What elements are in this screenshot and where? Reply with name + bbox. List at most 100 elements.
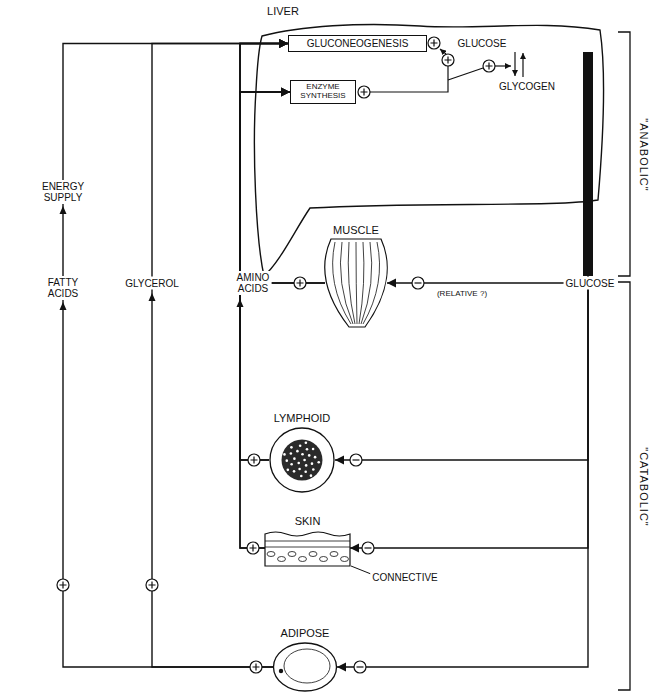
enzyme-effect-arrow	[440, 49, 446, 54]
flow-connector	[152, 44, 288, 668]
plus-symbol	[57, 579, 69, 591]
arrowhead	[237, 299, 244, 307]
bracket-label: "CATABOLIC"	[638, 447, 650, 527]
process-box: ENZYME SYNTHESIS	[290, 80, 356, 104]
process-label: GLUCONEOGENESIS	[307, 38, 409, 49]
connective-cell	[299, 557, 307, 562]
adipose-nucleus	[279, 669, 283, 673]
lymphoid-cell	[290, 452, 293, 455]
flow-connector	[240, 44, 288, 461]
lymphoid-cell	[314, 456, 317, 459]
process-label: ENZYME SYNTHESIS	[300, 83, 345, 101]
lymphoid-tissue-outline	[269, 427, 335, 493]
tissue-label: CONNECTIVE	[370, 571, 440, 584]
metabolite-label: GLYCEROL	[123, 277, 181, 290]
lymphoid-cell	[305, 441, 308, 444]
lymphoid-cell	[290, 463, 293, 466]
plus-symbol	[247, 542, 259, 554]
fat-droplet	[284, 649, 330, 683]
lymphoid-cell	[301, 453, 304, 456]
connective-cell	[267, 552, 275, 557]
skin-tissue: SKIN	[265, 530, 350, 566]
lymphoid-cell	[298, 468, 301, 471]
muscle-fiber	[363, 242, 380, 324]
arrowhead	[60, 302, 67, 310]
connective-cell	[288, 552, 296, 557]
muscle-fiber	[356, 242, 357, 324]
catabolic-bracket	[618, 282, 630, 690]
minus-symbol	[362, 542, 374, 554]
organ-heading: LYMPHOID	[274, 412, 331, 424]
note-label: (RELATIVE ?)	[435, 289, 489, 300]
liver-organ-outline	[252, 20, 606, 276]
lymphoid-cell	[283, 453, 286, 456]
glycogen-to-glucose-arrow	[522, 53, 523, 77]
organ-heading: ADIPOSE	[281, 627, 330, 639]
lymphoid-cell	[312, 468, 315, 471]
lymphoid-cell	[317, 461, 320, 464]
lymphoid-cell	[297, 462, 300, 465]
plus-symbol	[483, 60, 495, 72]
lymphoid-cell	[300, 475, 303, 478]
connective-cell	[330, 552, 338, 557]
lymphoid-cell	[293, 457, 296, 460]
plus-symbol	[250, 661, 262, 673]
lymphoid-cell	[312, 448, 315, 451]
lymphoid-cell	[299, 444, 302, 447]
lymphoid-core	[282, 440, 323, 481]
lymphoid-cell	[304, 470, 307, 473]
lymphoid-outline	[270, 428, 334, 492]
metabolite-label: AMINO ACIDS	[235, 271, 272, 295]
arrowhead	[149, 293, 156, 301]
skin-layer	[265, 541, 350, 542]
lymphoid-cell	[308, 454, 311, 457]
minus-symbol	[350, 454, 362, 466]
adipose-tissue-outline	[273, 642, 337, 692]
plus-symbol	[442, 54, 454, 66]
metabolite-label: GLUCOSE	[456, 37, 509, 50]
anabolic-bracket	[618, 32, 630, 276]
lymphoid-cell	[296, 450, 299, 453]
plus-symbol	[294, 277, 306, 289]
organ-heading: MUSCLE	[333, 224, 379, 236]
bracket-label: "ANABOLIC"	[638, 118, 650, 191]
plus-symbol	[358, 86, 370, 98]
adipose-outline	[274, 643, 337, 691]
minus-symbol	[354, 661, 366, 673]
lymphoid-cell	[293, 470, 296, 473]
connective-cell	[320, 557, 328, 562]
muscle-fiber	[361, 242, 372, 324]
lymphoid-cell	[311, 462, 314, 465]
skin-tissue-outline	[265, 530, 350, 566]
plus-symbol	[146, 579, 158, 591]
metabolite-label: GLYCOGEN	[497, 80, 557, 93]
enzyme-effect-line	[448, 68, 483, 80]
flow-connector	[240, 92, 325, 283]
plus-symbol	[428, 37, 440, 49]
arrowhead	[60, 206, 67, 214]
muscle-fiber	[359, 242, 364, 324]
organ-heading: SKIN	[295, 515, 321, 527]
muscle-outline	[325, 239, 387, 327]
leader-line	[351, 566, 371, 574]
lymphoid-tissue: LYMPHOID	[269, 427, 335, 493]
minus-symbol	[412, 277, 424, 289]
liver-organ: GLUCONEOGENESISENZYME SYNTHESISLIVER	[252, 20, 606, 276]
muscle-tissue: MUSCLE	[325, 239, 387, 327]
lymphoid-cell	[290, 446, 293, 449]
lymphoid-cell	[310, 474, 313, 477]
lymphoid-cell	[285, 459, 288, 462]
connective-cell	[309, 552, 317, 557]
lymphoid-cell	[306, 448, 309, 451]
enzyme-effect-arrow	[495, 65, 511, 66]
flow-connector	[337, 276, 588, 667]
glucose-to-glycogen-arrow	[514, 52, 515, 76]
metabolite-label: FATTY ACIDS	[46, 276, 81, 300]
muscle-tissue-outline	[325, 239, 387, 327]
lymphoid-cell	[305, 464, 308, 467]
glucose-release-bar	[583, 52, 593, 276]
process-box: GLUCONEOGENESIS	[288, 35, 427, 52]
plus-symbol	[248, 454, 260, 466]
